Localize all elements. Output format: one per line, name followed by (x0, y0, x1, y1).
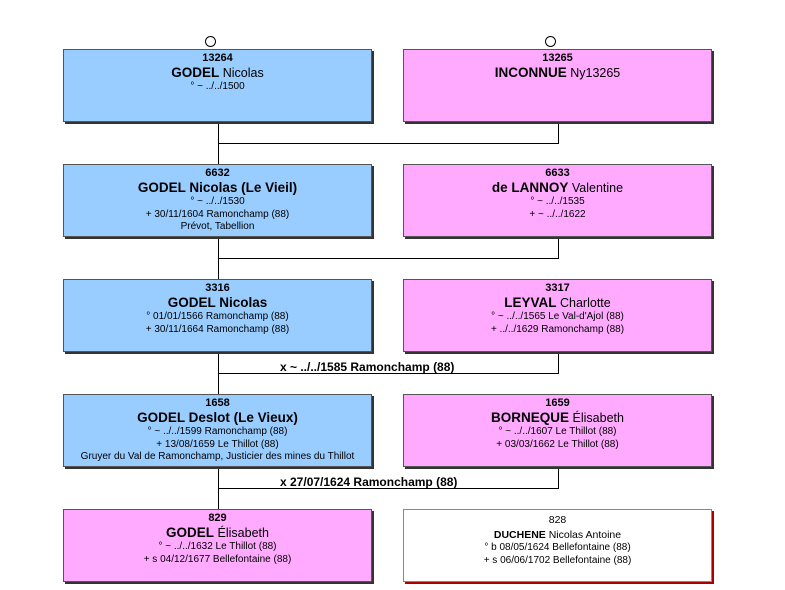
death-event: + 13/08/1659 Le Thillot (88) (156, 438, 279, 450)
given-name: Nicolas Antoine (548, 529, 622, 541)
death-event: + 30/11/1664 Ramonchamp (88) (145, 323, 290, 335)
given-name: Nicolas (219, 295, 268, 310)
birth-event: ° ~ ../../1599 Ramonchamp (88) (147, 426, 288, 437)
burial-event: + s 04/12/1677 Bellefontaine (88) (143, 553, 292, 565)
person-name: BORNEQUE Élisabeth (404, 410, 711, 426)
surname: LEYVAL (504, 295, 557, 310)
surname: GODEL (137, 180, 186, 195)
surname: INCONNUE (494, 65, 567, 80)
given-name: Élisabeth (572, 411, 624, 425)
person-box-13265[interactable]: 13265 INCONNUE Ny13265 (403, 49, 712, 122)
ancestor-marker-13264 (205, 36, 216, 47)
connector (218, 258, 559, 259)
birth-event: ° ~ ../../1500 (190, 81, 245, 92)
death-event: + 03/03/1662 Le Thillot (88) (496, 438, 619, 450)
person-name: GODEL Nicolas (Le Vieil) (64, 180, 371, 196)
birth-event: ° 01/01/1566 Ramonchamp (88) (146, 311, 289, 322)
sosa-number: 1658 (205, 397, 230, 409)
given-name: Ny13265 (570, 66, 621, 80)
birth-event: ° ~ ../../1565 Le Val-d'Ajol (88) (491, 311, 624, 322)
birth-event: ° ~ ../../1632 Le Thillot (88) (158, 541, 277, 552)
birth-event: ° ~ ../../1530 (190, 196, 245, 207)
person-box-829[interactable]: 829 GODEL Élisabeth ° ~ ../../1632 Le Th… (63, 509, 372, 582)
given-name: Élisabeth (217, 526, 269, 540)
sosa-number: 828 (548, 514, 567, 526)
person-name: GODEL Nicolas (64, 65, 371, 81)
baptism-event: ° b 08/05/1624 Bellefontaine (88) (484, 542, 631, 553)
person-name: GODEL Élisabeth (64, 525, 371, 541)
sosa-number: 1659 (545, 397, 570, 409)
connector (558, 467, 559, 489)
burial-event: + s 06/06/1702 Bellefontaine (88) (483, 554, 632, 566)
sosa-number: 3316 (205, 282, 230, 294)
marriage-label-3316: x ~ ../../1585 Ramonchamp (88) (280, 360, 455, 374)
person-box-6633[interactable]: 6633 de LANNOY Valentine ° ~ ../../1535 … (403, 164, 712, 237)
person-name: DUCHENE Nicolas Antoine (404, 529, 711, 542)
death-event: + 30/11/1604 Ramonchamp (88) (145, 208, 290, 220)
connector (218, 488, 559, 489)
connector (558, 122, 559, 144)
surname: GODEL (167, 295, 216, 310)
surname: BORNEQUE (491, 410, 570, 425)
surname: DUCHENE (493, 529, 546, 541)
person-box-13264[interactable]: 13264 GODEL Nicolas ° ~ ../../1500 (63, 49, 372, 122)
person-name: LEYVAL Charlotte (404, 295, 711, 311)
connector (218, 373, 559, 374)
sosa-number: 13264 (202, 52, 233, 64)
given-name: Charlotte (560, 296, 611, 310)
person-box-1659[interactable]: 1659 BORNEQUE Élisabeth ° ~ ../../1607 L… (403, 394, 712, 467)
sosa-number: 3317 (545, 282, 570, 294)
person-box-6632[interactable]: 6632 GODEL Nicolas (Le Vieil) ° ~ ../../… (63, 164, 372, 237)
person-box-828[interactable]: 828 DUCHENE Nicolas Antoine ° b 08/05/16… (403, 509, 712, 582)
person-name: de LANNOY Valentine (404, 180, 711, 196)
death-event: + ~ ../../1622 (529, 208, 586, 220)
sosa-number: 829 (208, 512, 227, 524)
occupation: Gruyer du Val de Ramonchamp, Justicier d… (80, 451, 355, 462)
surname: GODEL (137, 410, 186, 425)
person-box-3317[interactable]: 3317 LEYVAL Charlotte ° ~ ../../1565 Le … (403, 279, 712, 352)
death-event: + ../../1629 Ramonchamp (88) (490, 323, 625, 335)
given-name: Nicolas (222, 66, 264, 80)
person-name: GODEL Deslot (Le Vieux) (64, 410, 371, 426)
given-name: Nicolas (Le Vieil) (189, 180, 298, 195)
connector (558, 352, 559, 374)
person-box-3316[interactable]: 3316 GODEL Nicolas ° 01/01/1566 Ramoncha… (63, 279, 372, 352)
person-name: GODEL Nicolas (64, 295, 371, 311)
sosa-number: 6633 (545, 167, 570, 179)
birth-event: ° ~ ../../1535 (530, 196, 585, 207)
sosa-number: 13265 (542, 52, 573, 64)
given-name: Deslot (Le Vieux) (188, 410, 298, 425)
given-name: Valentine (571, 181, 624, 195)
connector (218, 143, 559, 144)
person-name: INCONNUE Ny13265 (404, 65, 711, 81)
birth-event: ° ~ ../../1607 Le Thillot (88) (498, 426, 617, 437)
person-box-1658[interactable]: 1658 GODEL Deslot (Le Vieux) ° ~ ../../1… (63, 394, 372, 467)
sosa-number: 6632 (205, 167, 230, 179)
ancestor-marker-13265 (545, 36, 556, 47)
connector (558, 237, 559, 259)
surname: GODEL (166, 525, 215, 540)
marriage-label-1658: x 27/07/1624 Ramonchamp (88) (280, 475, 458, 489)
surname: GODEL (171, 65, 220, 80)
occupation: Prévot, Tabellion (180, 221, 255, 232)
surname: de LANNOY (491, 180, 569, 195)
